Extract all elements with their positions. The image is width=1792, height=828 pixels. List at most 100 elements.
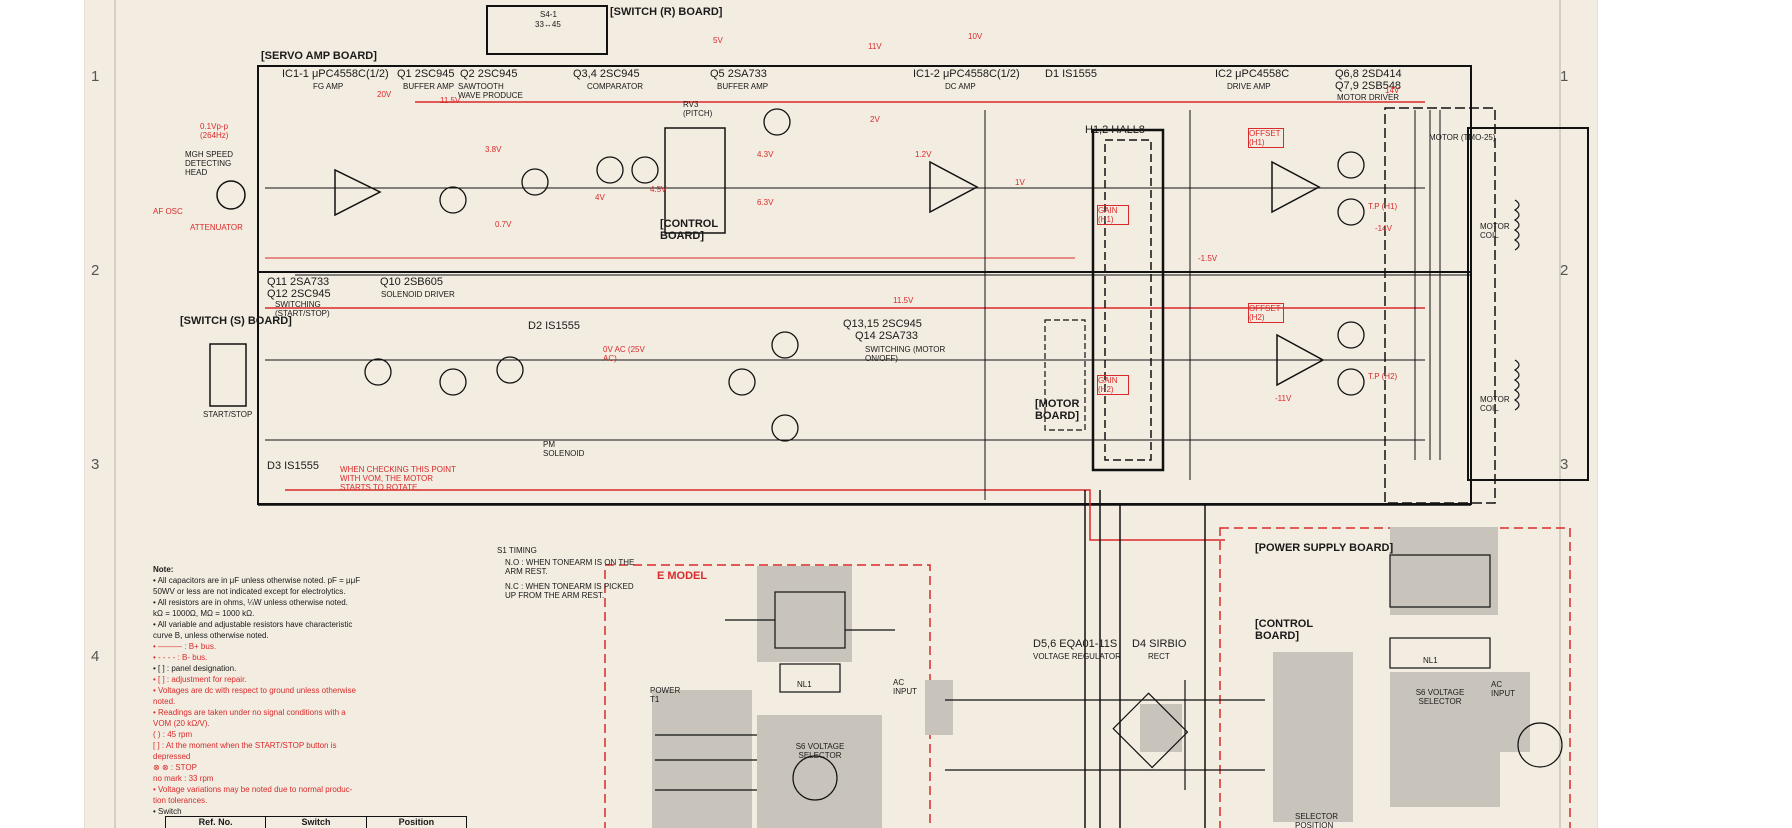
note-line: Note: [153,565,174,574]
ic1-2-sub: DC AMP [945,82,976,91]
q6-label: Q6,8 2SD414 [1335,68,1402,80]
red-value: 5V [713,36,723,45]
note-line: depressed [153,752,191,761]
note-line: [ ] : At the moment when the START/STOP … [153,741,337,750]
s4-label: S4-1 [540,10,557,19]
red-value: -11V [1275,394,1292,403]
note-line: no mark : 33 rpm [153,774,214,783]
red-value: 6.3V [757,198,774,207]
control-board-label-2: [CONTROL BOARD] [1255,618,1313,642]
red-value: 11.5V [440,96,461,105]
q11-label: Q11 2SA733 [267,276,330,288]
motor-board-label: [MOTOR BOARD] [1035,398,1080,422]
d56-label: D5,6 EQA01-11S [1033,638,1118,650]
red-value: 3.8V [485,145,502,154]
ac-input-label: AC INPUT [893,678,917,696]
note-line: kΩ = 1000Ω, MΩ = 1000 kΩ. [153,609,255,618]
control-board-label: [CONTROL BOARD] [660,218,718,242]
note-line: VOM (20 kΩ/V). [153,719,210,728]
red-value: 11V [868,42,882,51]
red-value: 1V [1015,178,1025,187]
q5-sub: BUFFER AMP [717,82,769,91]
row-number-right: 2 [1560,262,1569,279]
note-line: • [ ] : adjustment for repair. [153,675,247,684]
notes-block: Note:• All capacitors are in μF unless o… [153,564,483,817]
note-line: • ——— : B+ bus. [153,642,217,651]
d4-sub: RECT [1148,652,1170,661]
row-number: 4 [91,648,100,665]
red-value: 0V AC (25V AC) [603,345,645,363]
note-line: noted. [153,697,176,706]
check-point-note: WHEN CHECKING THIS POINT WITH VOM, THE M… [340,465,456,492]
schematic-wiring [114,0,1589,828]
rv3-label: RV3 (PITCH) [683,100,713,118]
q5-label: Q5 2SA733 [710,68,767,80]
q14-label: Q14 2SA733 [855,330,918,342]
d3-label: D3 IS1555 [267,460,319,472]
ic1-1-sub: FG AMP [313,82,344,91]
motor-coil-label: MOTOR COIL [1480,222,1510,240]
q34-label: Q3,4 2SC945 [573,68,640,80]
red-value: OFFSET (H2) [1248,303,1284,323]
red-value: OFFSET (H1) [1248,128,1284,148]
ac-input-label-2: AC INPUT [1491,680,1515,698]
ic2-label: IC2 μPC4558C [1215,68,1290,80]
q2-sub: SAWTOOTH WAVE PRODUCE [458,82,523,100]
ic1-2-label: IC1-2 μPC4558C(1/2) [913,68,1020,80]
s1-timing-label: S1 TIMING [497,546,537,555]
row-number: 1 [91,68,100,85]
selector-position-label: SELECTOR POSITION [1295,812,1338,828]
q1315-label: Q13,15 2SC945 [843,318,922,330]
red-value: 0.7V [495,220,512,229]
row-number-right: 3 [1560,456,1569,473]
red-value: 0.1Vp-p (264Hz) [200,122,229,140]
red-value: -14V [1375,224,1392,233]
q2-label: Q2 2SC945 [460,68,518,80]
note-line: • - - - - : B- bus. [153,653,208,662]
red-value: T.P (H2) [1368,372,1398,381]
red-value: 1.2V [915,150,932,159]
red-value: T.P (H1) [1368,202,1398,211]
solenoid-label: PM SOLENOID [543,440,585,458]
servo-amp-board-label: [SERVO AMP BOARD] [261,50,377,62]
table-header-ref: Ref. No. [166,817,267,828]
note-line: 50WV or less are not indicated except fo… [153,587,346,596]
mgh-label: MGH SPEED DETECTING HEAD [185,150,234,177]
nl1-label-2: NL1 [1423,656,1438,665]
s1-no-label: N.O : WHEN TONEARM IS ON THE ARM REST. [505,558,635,576]
note-line: • All resistors are in ohms, ¼W unless o… [153,598,348,607]
table-header-position: Position [398,817,435,827]
d2-label: D2 IS1555 [528,320,580,332]
ic1-1-label: IC1-1 μPC4558C(1/2) [282,68,389,80]
schematic-sheet: 1 2 3 4 1 2 3 [SERVO AMP BOARD] [SWITCH … [85,0,1597,828]
red-value: 14V [1385,86,1400,95]
note-line: curve B, unless otherwise noted. [153,631,269,640]
note-line: ( ) : 45 rpm [153,730,193,739]
power-supply-board-label: [POWER SUPPLY BOARD] [1255,542,1394,554]
q12-label: Q12 2SC945 [267,288,331,300]
table-header-switch: Switch [266,817,367,828]
red-value: 11.5V [893,296,914,305]
q10-label: Q10 2SB605 [380,276,443,288]
q1-label: Q1 2SC945 [397,68,455,80]
s1-nc-label: N.C : WHEN TONEARM IS PICKED UP FROM THE… [505,582,634,600]
q7-label: Q7,9 2SB548 [1335,80,1402,92]
note-line: • Voltage variations may be noted due to… [153,785,353,794]
row-number-right: 1 [1560,68,1569,85]
note-line: ⊗ ⊗ : STOP [153,763,197,772]
q1-sub: BUFFER AMP [403,82,455,91]
s4-value: 33↔45 [535,20,561,29]
motor-coil-label-2: MOTOR COIL [1480,395,1510,413]
switch-s-board-label: [SWITCH (S) BOARD] [180,315,292,327]
q10-sub: SOLENOID DRIVER [381,290,455,299]
motor-label: MOTOR (TMO-25) [1429,133,1496,142]
red-value: 10V [968,32,983,41]
nl1-label: NL1 [797,680,812,689]
power-t1-label: POWER T1 [650,686,681,704]
note-line: • Readings are taken under no signal con… [153,708,346,717]
red-value: 4V [595,193,605,202]
switch-table-header: Ref. No. Switch Position [165,816,467,828]
red-value: 4.5V [650,185,667,194]
row-number: 2 [91,262,100,279]
d56-sub: VOLTAGE REGULATOR [1033,652,1121,661]
